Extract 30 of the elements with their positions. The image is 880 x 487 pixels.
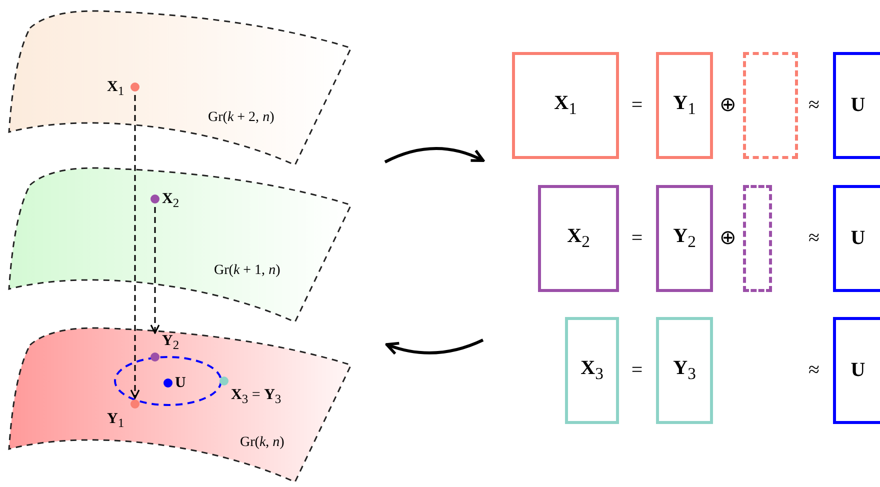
- matrix-box: X$_{1}$: [512, 52, 619, 159]
- surface-label: Gr(k + 2, n): [208, 110, 274, 126]
- dashed-arrow: [150, 207, 160, 334]
- point-label: Y$_{2}$: [162, 333, 180, 353]
- point-label: X$_{1}$: [107, 79, 124, 99]
- matrix-box: Y$_{3}$: [656, 317, 713, 424]
- matrix-box: Y$_{2}$: [656, 185, 713, 292]
- surface-label: Gr(k + 1, n): [214, 263, 280, 279]
- matrix-box: X$_{3}$: [565, 317, 619, 424]
- dashed-matrix-box: [743, 185, 772, 292]
- matrix-box: U: [833, 185, 880, 292]
- math-operator: ≈: [808, 227, 820, 249]
- point-label: X$_{2}$: [162, 191, 180, 211]
- math-operator: =: [630, 359, 644, 381]
- dashed-matrix-box: [743, 52, 798, 159]
- math-operator: ≈: [808, 94, 820, 116]
- math-operator: ⊕: [718, 94, 738, 116]
- math-operator: =: [630, 94, 644, 116]
- matrix-box: U: [833, 52, 880, 159]
- surface-label: Gr(k, n): [240, 435, 284, 451]
- math-operator: ⊕: [718, 227, 738, 249]
- dashed-arrow: [130, 95, 140, 399]
- math-operator: ≈: [808, 359, 820, 381]
- point-label: U: [175, 375, 186, 391]
- point-label: Y$_{1}$: [107, 411, 124, 431]
- matrix-box: X$_{2}$: [538, 185, 619, 292]
- matrix-box: U: [833, 317, 880, 424]
- point-label: X$_{3}$ = Y$_{3}$: [231, 387, 282, 407]
- matrix-box: Y$_{1}$: [656, 52, 713, 159]
- math-operator: =: [630, 227, 644, 249]
